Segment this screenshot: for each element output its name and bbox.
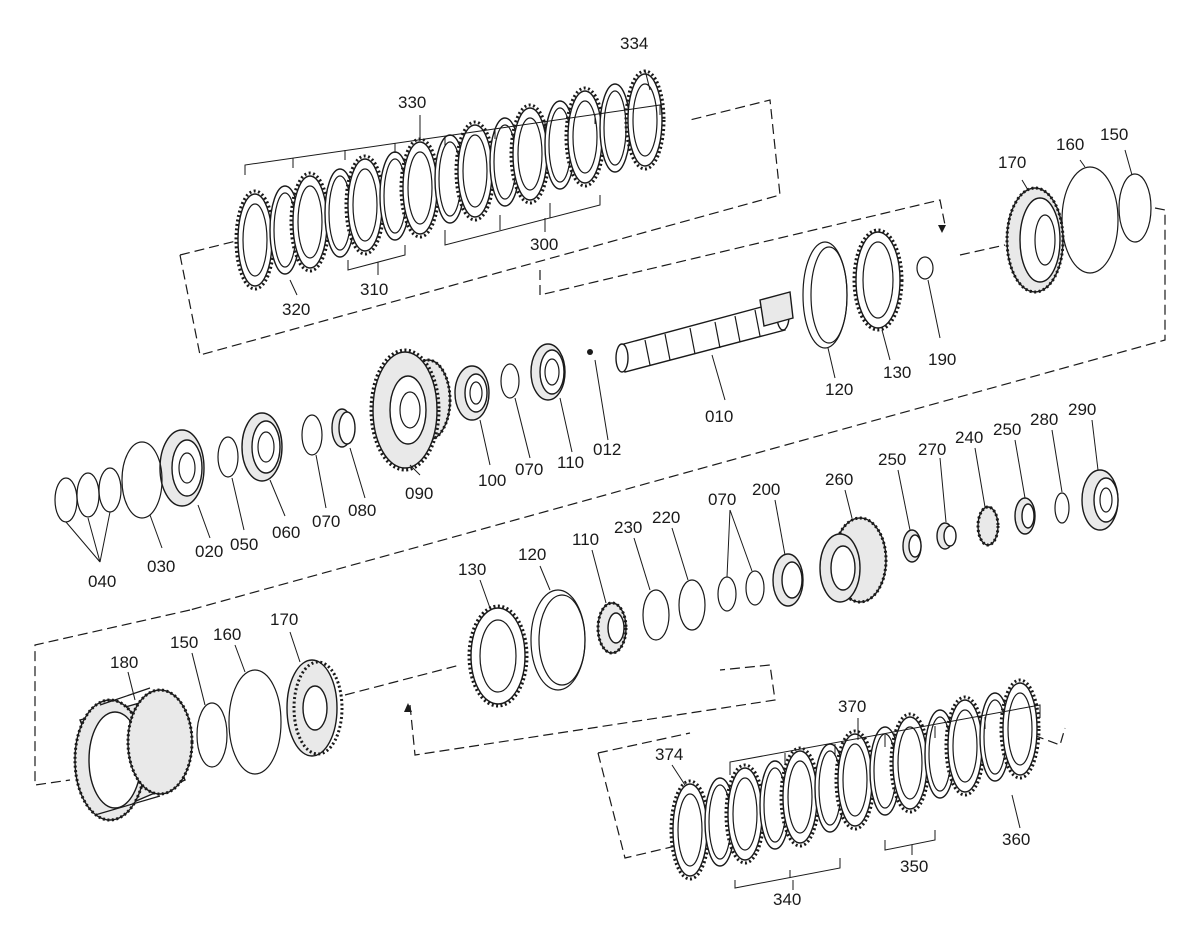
label-150-lower: 150 [170, 633, 198, 652]
ring-040-b [76, 472, 100, 518]
ring-070-upper [500, 363, 520, 399]
piston-lower [286, 659, 344, 757]
label-100: 100 [478, 471, 506, 490]
ring-280 [1054, 492, 1070, 524]
label-160-lower: 160 [213, 625, 241, 644]
label-040: 040 [88, 572, 116, 591]
label-090: 090 [405, 484, 433, 503]
label-150-upper: 150 [1100, 125, 1128, 144]
label-200: 200 [752, 480, 780, 499]
label-060: 060 [272, 523, 300, 542]
label-012: 012 [593, 440, 621, 459]
label-280: 280 [1030, 410, 1058, 429]
label-290: 290 [1068, 400, 1096, 419]
bushing-080 [331, 408, 356, 448]
clutch-drum-group [34, 609, 776, 822]
piston-upper [1005, 186, 1065, 294]
thrust-plate [855, 231, 901, 329]
ring-070-lower-b [717, 576, 737, 612]
label-110-lower: 110 [572, 530, 599, 549]
shaft-group [54, 149, 1166, 611]
bearing-110-upper [530, 343, 566, 401]
label-250-left: 250 [878, 450, 906, 469]
label-170-lower: 170 [270, 610, 298, 629]
lower-shaft-group [467, 419, 1119, 708]
washer-250-left [902, 529, 922, 563]
label-070-upper: 070 [515, 460, 543, 479]
lower-clutch-pack [597, 678, 1066, 890]
label-030: 030 [147, 557, 175, 576]
ring-040-a [98, 467, 122, 513]
ring-070-mid [301, 414, 323, 456]
label-070-mid: 070 [312, 512, 340, 531]
upper-clutch-discs [234, 69, 666, 291]
bushing-270 [936, 522, 957, 550]
pin [587, 349, 593, 355]
label-250-right: 250 [993, 420, 1021, 439]
seal-ring-small [1118, 173, 1152, 243]
label-130-lower: 130 [458, 560, 486, 579]
bearing-110-lower [596, 601, 628, 655]
label-334: 334 [620, 34, 648, 53]
label-260: 260 [825, 470, 853, 489]
label-310: 310 [360, 280, 388, 299]
washer-250-right [1014, 497, 1036, 535]
ring-050 [217, 436, 239, 478]
label-330: 330 [398, 93, 426, 112]
ring-030 [121, 441, 163, 519]
label-130-upper: 130 [883, 363, 911, 382]
label-220: 220 [652, 508, 680, 527]
label-370: 370 [838, 697, 866, 716]
bearing-060 [241, 412, 283, 482]
label-240: 240 [955, 428, 983, 447]
label-320: 320 [282, 300, 310, 319]
label-050: 050 [230, 535, 258, 554]
bearing-020 [159, 429, 205, 507]
bearing-100 [454, 365, 490, 421]
main-shaft [615, 291, 794, 373]
ring-040-c [54, 477, 78, 523]
label-010: 010 [705, 407, 733, 426]
label-180: 180 [110, 653, 138, 672]
bearing-290 [1081, 469, 1119, 531]
needle-bearing-240 [976, 505, 1000, 547]
clutch-drum [73, 687, 194, 822]
small-ring [916, 256, 934, 280]
ring-070-lower-a [745, 570, 765, 606]
ring-220 [678, 579, 706, 631]
seal-ring-160-lower [228, 669, 282, 775]
label-120-upper: 120 [825, 380, 853, 399]
upper-clutch-pack [179, 69, 781, 356]
label-360: 360 [1002, 830, 1030, 849]
label-374: 374 [655, 745, 683, 764]
label-020: 020 [195, 542, 223, 561]
bearing-200 [772, 553, 804, 607]
label-080: 080 [348, 501, 376, 520]
arrow-icon-lower [404, 703, 412, 712]
label-300: 300 [530, 235, 558, 254]
label-110-upper: 110 [557, 453, 584, 472]
label-120-lower: 120 [518, 545, 546, 564]
label-270: 270 [918, 440, 946, 459]
part-labels: 334 330 300 310 320 170 160 150 120 130 … [88, 34, 1128, 909]
ring-230 [642, 589, 670, 641]
label-190: 190 [928, 350, 956, 369]
label-340: 340 [773, 890, 801, 909]
arrow-icon [938, 225, 946, 233]
thrust-plate-lower [470, 607, 526, 705]
label-230: 230 [614, 518, 642, 537]
label-350: 350 [900, 857, 928, 876]
seal-ring-150-lower [196, 702, 228, 768]
label-170-upper: 170 [998, 153, 1026, 172]
gear-090 [369, 348, 452, 472]
label-070-lower: 070 [708, 490, 736, 509]
seal-ring-large [1061, 166, 1119, 274]
gear-260 [819, 516, 888, 604]
label-160-upper: 160 [1056, 135, 1084, 154]
